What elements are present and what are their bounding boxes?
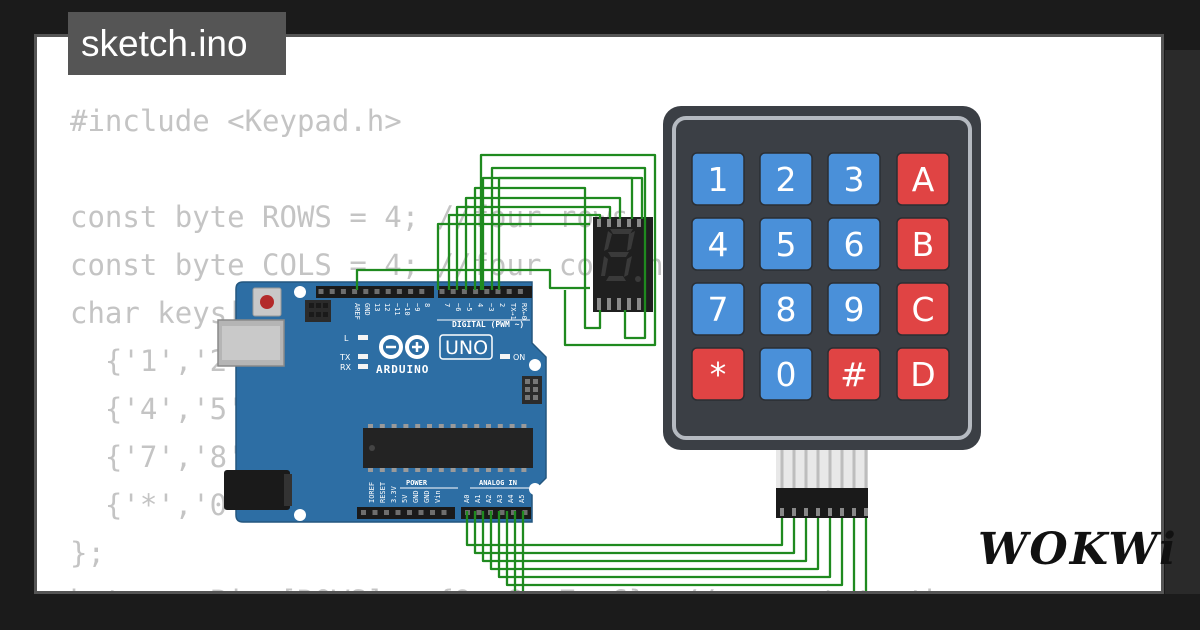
keypad-key[interactable]: B [896, 217, 950, 271]
power-pin-label: Vin [434, 490, 442, 503]
code-line: const byte COLS = 4; //four columns [70, 248, 682, 282]
digital-pin-label: TX→1 [509, 303, 517, 320]
power-header [357, 507, 455, 519]
keypad-key[interactable]: 2 [759, 152, 813, 206]
code-line: #include <Keypad.h> [70, 104, 402, 138]
digital-pin-label: RX←0 [520, 303, 528, 320]
analog-pin-label: A3 [496, 495, 504, 503]
digital-label: DIGITAL (PWM ~) [452, 320, 524, 329]
analog-pin-label: A5 [518, 495, 526, 503]
code-line: }; [70, 536, 105, 570]
uno-badge [439, 334, 493, 360]
digital-pin-label: 12 [383, 303, 391, 311]
keypad-key-label: 9 [844, 290, 865, 329]
l-led [358, 335, 368, 340]
tx-led-label: TX [339, 353, 351, 362]
digital-pin-label: ~5 [465, 303, 473, 311]
analog-pin-label: A2 [485, 495, 493, 503]
keypad-key-label: 5 [776, 225, 797, 264]
atmega-chip [363, 424, 533, 472]
analog-pin-label: A0 [463, 495, 471, 503]
uno-label: UNO [445, 337, 488, 359]
l-led-label: L [344, 334, 349, 343]
keypad-key[interactable]: 6 [827, 217, 881, 271]
keypad-key[interactable]: # [827, 347, 881, 401]
keypad-key-label: # [840, 355, 868, 394]
membrane-keypad-4x4[interactable]: 1 2 3 A 4 5 6 B 7 8 9 C * 0 # D [663, 106, 981, 518]
keypad-key[interactable]: C [896, 282, 950, 336]
keypad-key-label: 3 [844, 160, 865, 199]
tx-led [358, 354, 368, 359]
keypad-key[interactable]: 3 [827, 152, 881, 206]
power-pin-label: GND [412, 490, 420, 503]
file-tab[interactable]: sketch.ino [68, 12, 286, 75]
icsp-header-right [522, 376, 542, 404]
on-led [500, 354, 510, 359]
keypad-key-label: C [911, 290, 934, 329]
analog-pin-label: A1 [474, 495, 482, 503]
keypad-key[interactable]: 5 [759, 217, 813, 271]
power-pin-label: GND [423, 490, 431, 503]
digital-pin-label: ~6 [454, 303, 462, 311]
keypad-key[interactable]: 9 [827, 282, 881, 336]
digital-pin-label: GND [363, 303, 371, 316]
analog-pin-label: A4 [507, 495, 515, 503]
on-label: ON [513, 353, 525, 362]
keypad-key[interactable]: A [896, 152, 950, 206]
keypad-key[interactable]: 7 [691, 282, 745, 336]
digital-pin-label: ~10 [403, 303, 411, 316]
icsp-header-top [305, 300, 331, 322]
digital-pin-label: 13 [373, 303, 381, 311]
arduino-brand: ARDUINO [376, 363, 429, 376]
power-label: POWER [406, 479, 428, 487]
keypad-key-label: 7 [708, 290, 729, 329]
digital-pin-label: 8 [423, 303, 431, 307]
arduino-infinity-logo [379, 335, 429, 359]
keypad-key-label: D [910, 355, 935, 394]
power-pin-label: RESET [379, 481, 387, 503]
seven-seg-pins [597, 219, 641, 310]
digital-pin-label: 2 [498, 303, 506, 307]
rx-led [358, 364, 368, 369]
keypad-key[interactable]: * [691, 347, 745, 401]
digital-pin-label: 4 [476, 303, 484, 307]
power-pin-label: 5V [401, 494, 409, 503]
connection-wires [355, 153, 868, 591]
analog-label: ANALOG IN [479, 479, 517, 487]
keypad-key-label: 8 [776, 290, 797, 329]
digital-pin-label: ~9 [413, 303, 421, 311]
seven-segment-display[interactable] [593, 217, 653, 312]
keypad-key-label: B [912, 225, 935, 264]
keypad-key-label: 6 [844, 225, 865, 264]
keypad-key-label: * [710, 355, 727, 394]
keypad-key-label: 0 [776, 355, 797, 394]
power-pin-label: IOREF [368, 482, 376, 503]
keypad-key[interactable]: 8 [759, 282, 813, 336]
wokwi-logo: WOKWi [978, 524, 1178, 575]
digital-pin-label: ~3 [487, 303, 495, 311]
keypad-key[interactable]: 0 [759, 347, 813, 401]
digital-pin-label: ~11 [393, 303, 401, 316]
keypad-ribbon-cable [776, 450, 868, 518]
keypad-key[interactable]: 1 [691, 152, 745, 206]
keypad-key[interactable]: 4 [691, 217, 745, 271]
segments [601, 229, 641, 282]
rx-led-label: RX [340, 363, 352, 372]
keypad-key-label: 4 [708, 225, 729, 264]
keypad-key-label: A [912, 160, 935, 199]
power-jack [224, 470, 290, 510]
digital-pin-label: AREF [353, 303, 361, 320]
analog-header [461, 507, 531, 519]
digital-pin-label: 7 [443, 303, 451, 307]
keypad-key[interactable]: D [896, 347, 950, 401]
power-pin-label: 3.3V [390, 485, 398, 503]
right-border-strip [1165, 50, 1200, 595]
bottom-border [0, 594, 1200, 630]
keypad-key-label: 2 [776, 160, 797, 199]
keypad-key-label: 1 [708, 160, 729, 199]
